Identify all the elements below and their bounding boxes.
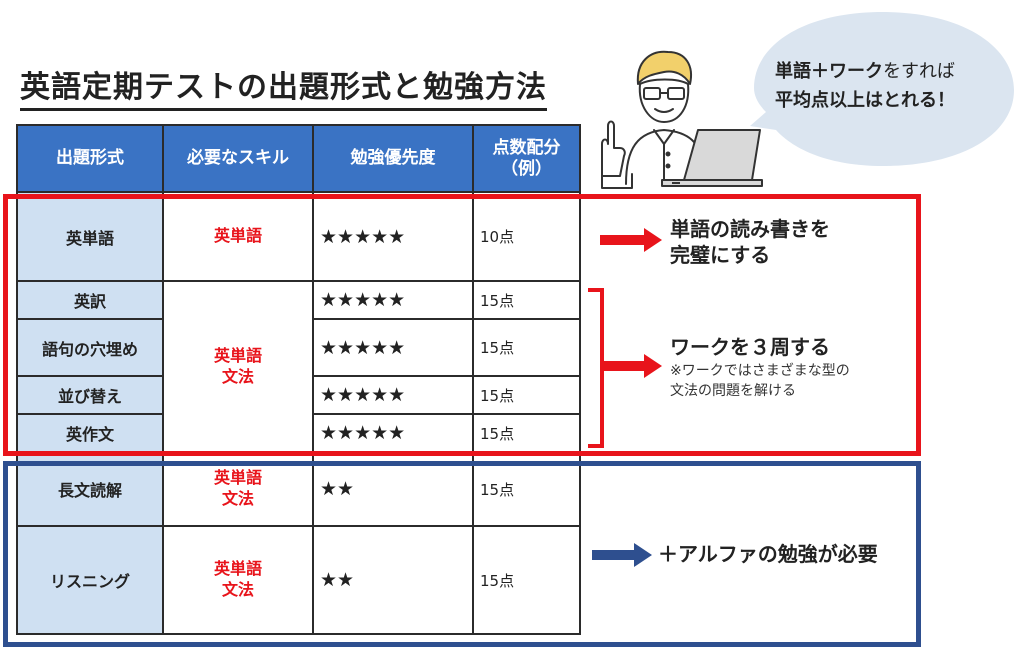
points-cell: 15点 (472, 280, 581, 320)
alpha-note: ＋アルファの勉強が必要 (658, 542, 878, 566)
points-cell: 10点 (472, 191, 581, 282)
priority-stars: ★★★★★ (312, 280, 474, 320)
skill-line: 英単語 (213, 468, 262, 488)
header-points-line1: 点数配分 (492, 138, 561, 159)
skill-line: 英単語 (213, 559, 262, 579)
table-row: リスニング 英単語文法 ★★ 15点 (16, 525, 910, 635)
work-note: ワークを３周する (670, 335, 830, 359)
skill-cell: 英単語 (162, 191, 314, 282)
blue-highlight-frame (3, 461, 921, 647)
priority-stars: ★★★★★ (312, 375, 474, 415)
vocab-note-line1: 単語の読み書きを (670, 217, 830, 241)
skill-cell-group: 英単語文法 (162, 280, 314, 453)
work-subnote-line2: 文法の問題を解ける (670, 383, 796, 400)
speech-bubble (750, 12, 1014, 166)
format-cell: 語句の穴埋め (16, 318, 164, 377)
table-row: 英単語 英単語 ★★★★★ 10点 (16, 191, 910, 282)
page-title: 英語定期テストの出題形式と勉強方法 (20, 62, 547, 111)
skill-line: 文法 (221, 489, 254, 508)
skill-line: 英単語 (213, 345, 262, 365)
vocab-note: 単語の読み書きを 完璧にする (670, 216, 830, 268)
priority-stars: ★★★★★ (312, 191, 474, 282)
vocab-note-line2: 完璧にする (670, 243, 771, 267)
header-skill: 必要なスキル (162, 124, 314, 193)
work-subnote-line1: ※ワークではさまざまな型の (670, 363, 850, 379)
points-cell: 15点 (472, 375, 581, 415)
points-cell: 15点 (472, 413, 581, 453)
header-priority: 勉強優先度 (312, 124, 474, 193)
points-cell: 15点 (472, 525, 581, 635)
format-cell: 英作文 (16, 413, 164, 453)
person-at-laptop-illustration (601, 50, 763, 189)
points-cell: 15点 (472, 318, 581, 377)
header-format: 出題形式 (16, 124, 164, 193)
priority-stars: ★★★★★ (312, 318, 474, 377)
format-cell: 並び替え (16, 375, 164, 415)
skill-line: 文法 (221, 580, 254, 599)
work-subnote: ※ワークではさまざまな型の 文法の問題を解ける (670, 361, 850, 402)
format-cell: 英訳 (16, 280, 164, 320)
format-cell: リスニング (16, 525, 164, 635)
bubble-line1-rest: をすれば (883, 61, 955, 82)
red-arrow-icon (602, 354, 662, 378)
table-header-row: 出題形式 必要なスキル 勉強優先度 点数配分（例） (16, 124, 910, 193)
priority-stars: ★★★★★ (312, 413, 474, 453)
table-row: 英訳 英単語文法 ★★★★★ 15点 (16, 280, 910, 453)
bubble-line2: 平均点以上はとれる！ (775, 89, 955, 111)
red-arrow-icon (600, 228, 662, 252)
priority-stars: ★★ (312, 525, 474, 635)
table-row: 語句の穴埋め ★★★★★ 15点 (16, 318, 910, 377)
speech-bubble-text: 単語＋ワークをすれば 平均点以上はとれる！ (775, 58, 955, 116)
format-cell: 英単語 (16, 191, 164, 282)
header-points: 点数配分（例） (472, 124, 581, 193)
skill-cell: 英単語文法 (162, 525, 314, 635)
header-points-line2: （例） (501, 158, 552, 179)
laptop-icon (661, 129, 763, 187)
bubble-line1-bold: 単語＋ワーク (775, 61, 883, 82)
table-row: 並び替え ★★★★★ 15点 (16, 375, 910, 415)
blue-arrow-icon (592, 543, 652, 567)
red-highlight-frame (3, 194, 921, 456)
skill-line: 文法 (221, 366, 254, 386)
table-row: 英作文 ★★★★★ 15点 (16, 413, 910, 453)
